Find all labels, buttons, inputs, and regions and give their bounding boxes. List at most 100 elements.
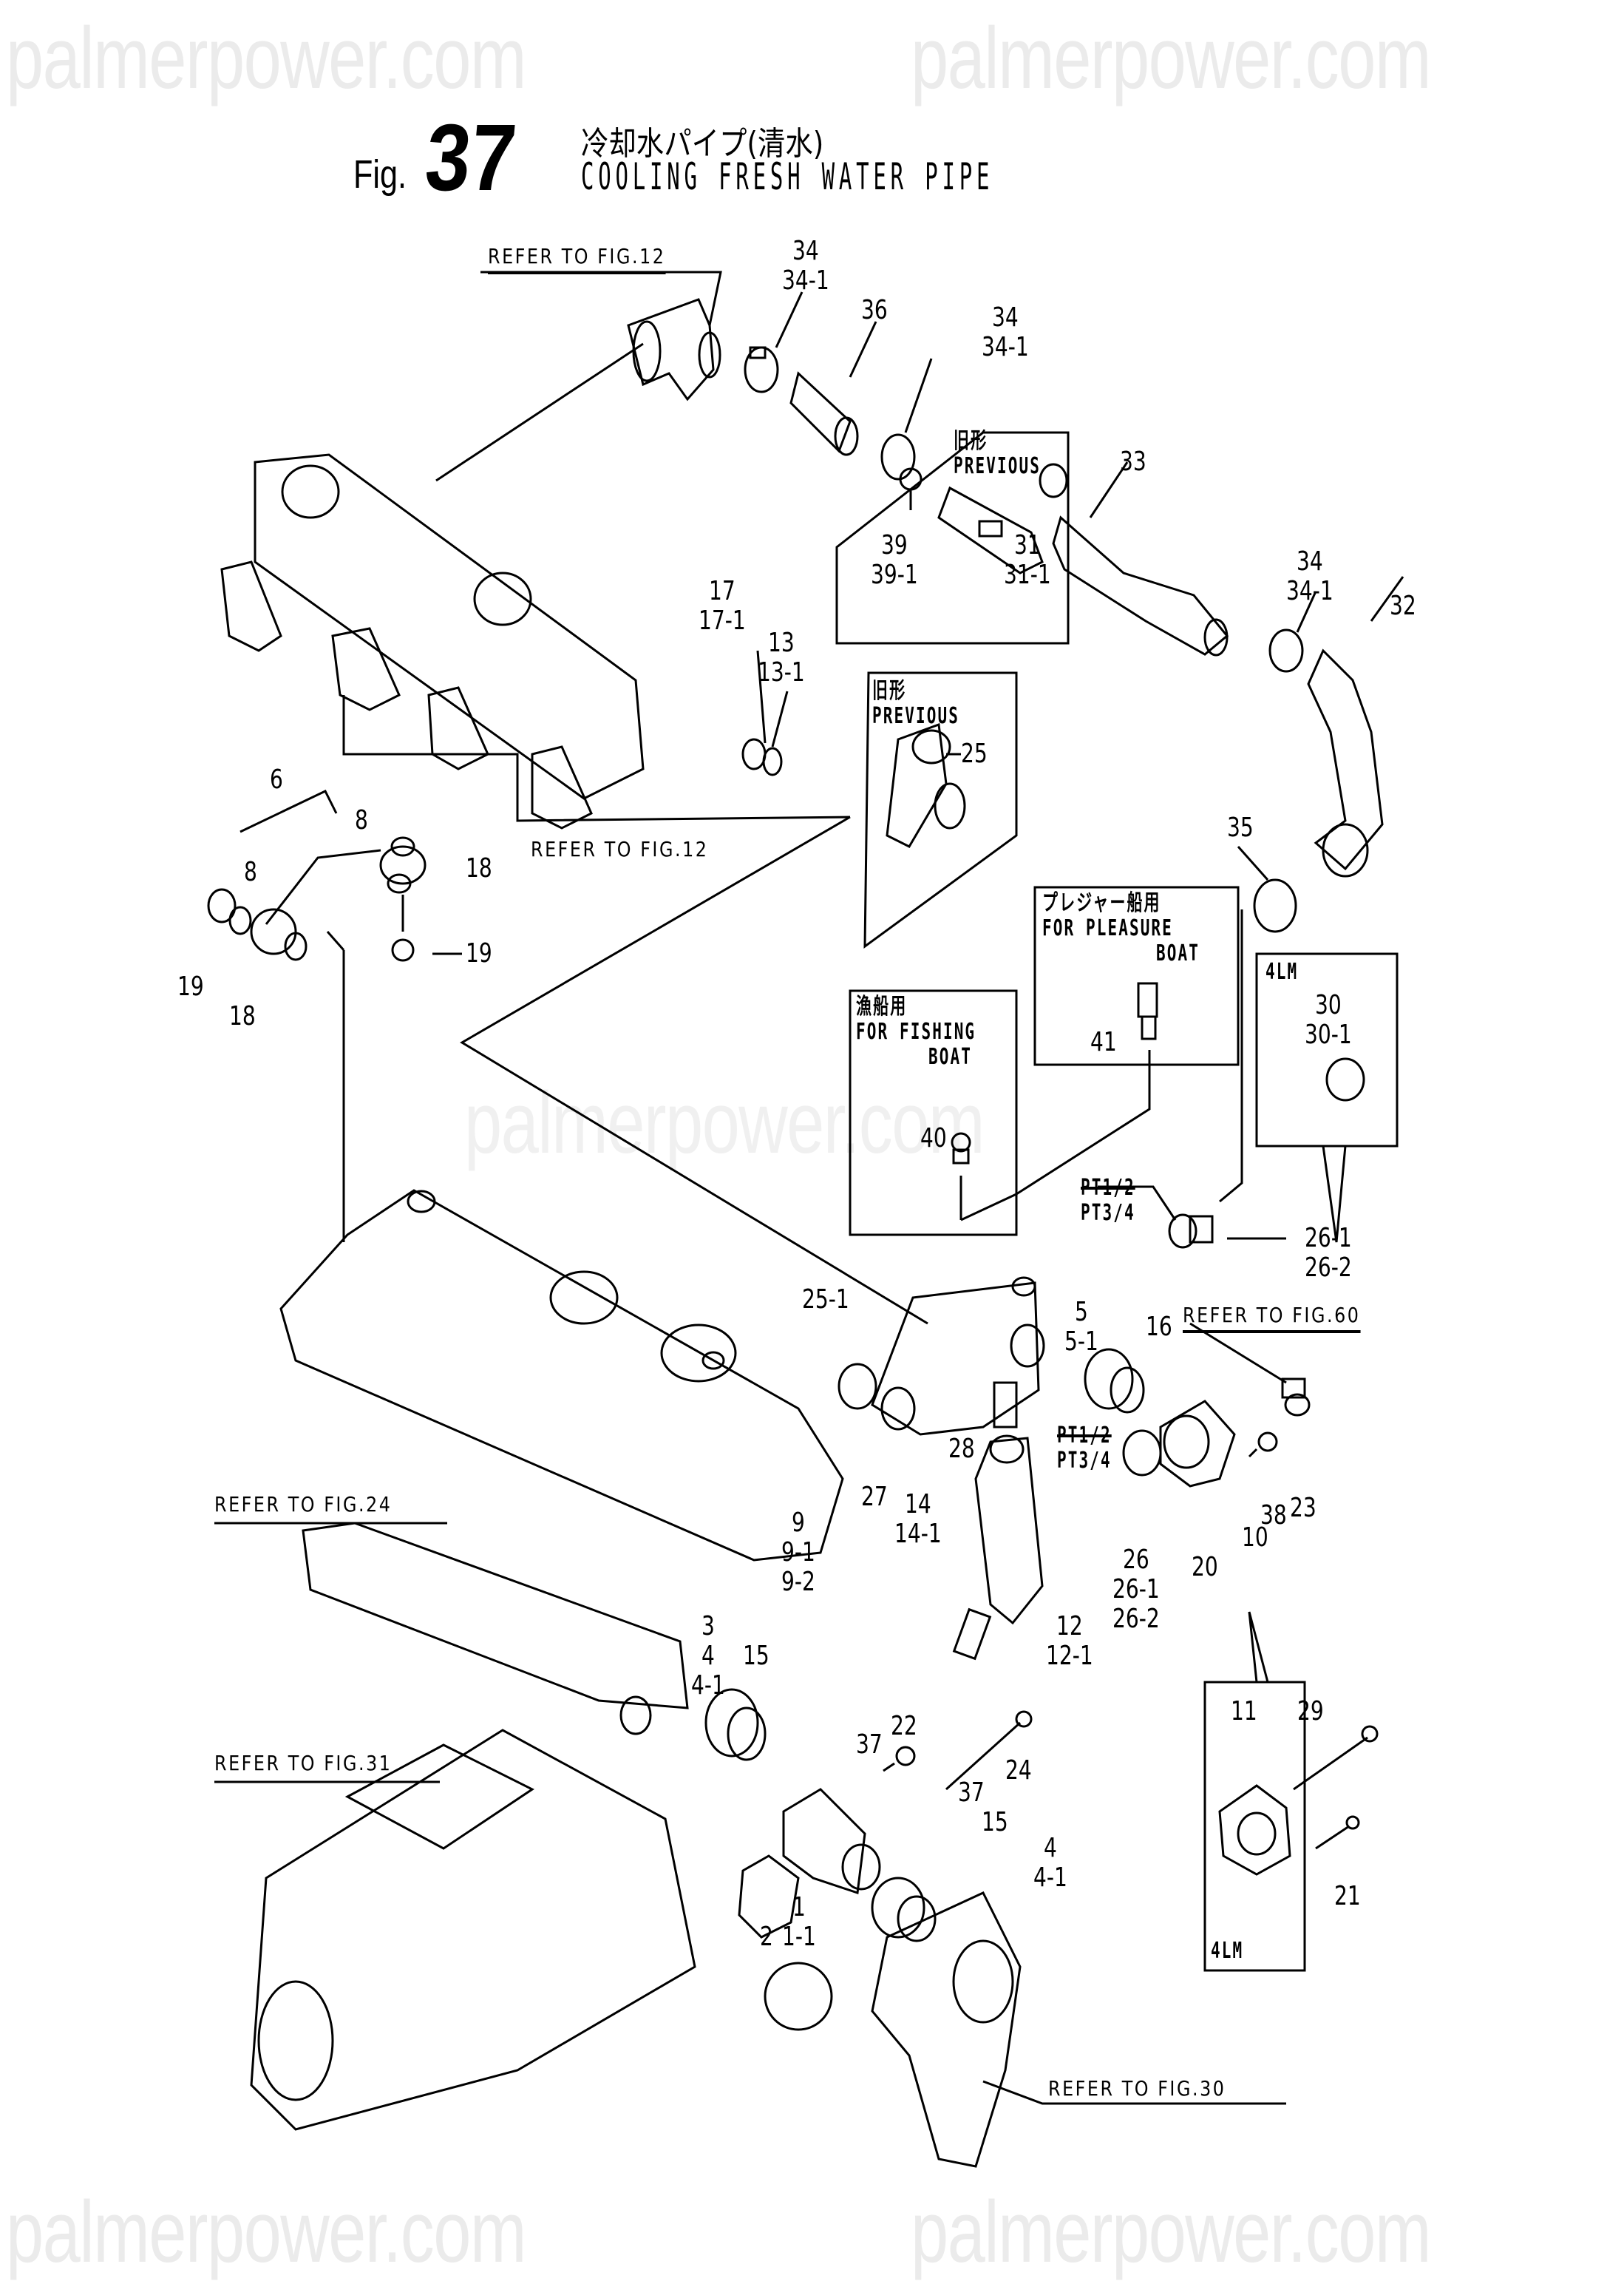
ref-fig12-mid: REFER TO FIG.12 (531, 837, 709, 861)
part-number: 17 (708, 576, 735, 606)
callout-8b: 8 (244, 858, 257, 887)
pipe-1 (782, 1788, 881, 1895)
part-number: 9-1 (781, 1537, 815, 1567)
previous-thermostat-25 (886, 722, 966, 848)
callout-32: 32 (1390, 592, 1416, 621)
ref-fig60: REFER TO FIG.60 (1183, 1303, 1361, 1333)
callout-18b: 18 (229, 1002, 256, 1031)
exhaust-manifold-top (220, 453, 645, 830)
part-number: 9 (792, 1508, 805, 1538)
box-en-label: FOR PLEASURE (1042, 915, 1173, 941)
part-number: 2 (760, 1922, 773, 1952)
part-number: 28 (948, 1434, 975, 1464)
thermostat-cover-10 (1159, 1400, 1236, 1488)
part-number: 38 (1260, 1500, 1287, 1531)
part-number: 35 (1227, 813, 1254, 843)
fitting-9 (952, 1607, 992, 1661)
box-jp-label: 旧形 (954, 428, 988, 454)
sender-16 (1281, 1377, 1311, 1417)
callout-24: 24 (1005, 1756, 1032, 1786)
callout-19b: 19 (466, 939, 492, 969)
pleasure-boat-label: プレジャー船用 FOR PLEASURE BOAT (1042, 891, 1200, 966)
watermark: palmerpower.com (911, 2183, 1432, 2281)
model-4lm-bottom-label: 4LM (1211, 1938, 1244, 1964)
part-number: 19 (466, 938, 492, 969)
box-en-label: BOAT (1156, 940, 1200, 966)
thread-note-top: PT1/2 PT3/4 (1081, 1176, 1135, 1226)
part-number: 34-1 (982, 332, 1029, 362)
cylinder-head-cover (279, 1189, 844, 1562)
part-number: 26-2 (1305, 1253, 1352, 1283)
plug-30 (1325, 1057, 1365, 1102)
callout-15b: 15 (982, 1808, 1008, 1837)
callout-35: 35 (1227, 813, 1254, 843)
bolt-39 (899, 467, 923, 510)
part-number: 16 (1146, 1312, 1172, 1342)
hose-clamp-34a (744, 346, 779, 393)
pipe-12 (974, 1434, 1044, 1625)
fishing-boat-box (849, 989, 1018, 1236)
thermostat-5 (1084, 1348, 1145, 1414)
part-number: 3 (701, 1611, 715, 1641)
callout-27: 27 (861, 1482, 888, 1512)
part-number: 34-1 (1286, 576, 1333, 606)
part-number: 22 (891, 1711, 917, 1741)
callout-25-1: 25-1 (802, 1285, 849, 1315)
ref-fig12-top: REFER TO FIG.12 (488, 244, 666, 274)
part-number: 34-1 (782, 265, 829, 296)
part-number: 31 (1013, 530, 1041, 560)
ref-fig24: REFER TO FIG.24 (214, 1492, 393, 1516)
bolt-23 (1248, 1431, 1278, 1458)
ref-fig30-underline (982, 2080, 1286, 2105)
leader-long-diagonal (460, 816, 928, 1325)
thread-new: PT3/4 (1081, 1200, 1135, 1226)
title-english: COOLING FRESH WATER PIPE (581, 155, 994, 198)
part-number: 23 (1290, 1493, 1316, 1523)
part-number: 15 (743, 1641, 769, 1671)
callout-2: 2 (760, 1922, 773, 1952)
hose-connector-4a (704, 1688, 767, 1761)
fishing-boat-label: 漁船用 FOR FISHING BOAT (856, 994, 976, 1070)
callout-16: 16 (1146, 1312, 1172, 1342)
bolt-22 (883, 1746, 916, 1772)
part-number: 24 (1005, 1755, 1032, 1786)
part-number: 20 (1192, 1552, 1218, 1582)
model-4lm-box-top (1255, 952, 1399, 1148)
ref-fig30: REFER TO FIG.30 (1048, 2076, 1226, 2101)
part-number: 4-1 (1033, 1863, 1067, 1893)
hose-36 (789, 371, 859, 456)
bolt-21 (1315, 1815, 1360, 1850)
part-number: 36 (861, 295, 888, 325)
watermark: palmerpower.com (6, 2183, 527, 2281)
ref-fig31: REFER TO FIG.31 (214, 1751, 393, 1775)
part-number: 4 (701, 1641, 715, 1671)
thermostat-cover-11 (1218, 1784, 1291, 1876)
part-number: 26-2 (1112, 1604, 1160, 1634)
part-number: 15 (982, 1807, 1008, 1837)
callout-8a: 8 (355, 806, 368, 836)
part-number: 8 (244, 857, 257, 887)
gasket-2 (738, 1854, 800, 1939)
part-number: 26-1 (1305, 1223, 1352, 1253)
part-number: 30-1 (1305, 1020, 1352, 1050)
hose-connector-4b (871, 1877, 937, 1942)
part-number: 1 (792, 1892, 806, 1922)
part-number: 21 (1334, 1881, 1361, 1911)
callout-40: 40 (920, 1124, 947, 1153)
part-number: 25 (961, 739, 988, 769)
previous-box-mid-label: 旧形 PREVIOUS (872, 679, 959, 729)
thread-new: PT3/4 (1057, 1448, 1112, 1474)
callout-33: 33 (1120, 447, 1146, 477)
callout-37a: 37 (856, 1730, 883, 1760)
part-number: 4 (1044, 1833, 1057, 1863)
box-en-label: PREVIOUS (954, 453, 1041, 479)
box-jp-label: 漁船用 (856, 994, 908, 1020)
